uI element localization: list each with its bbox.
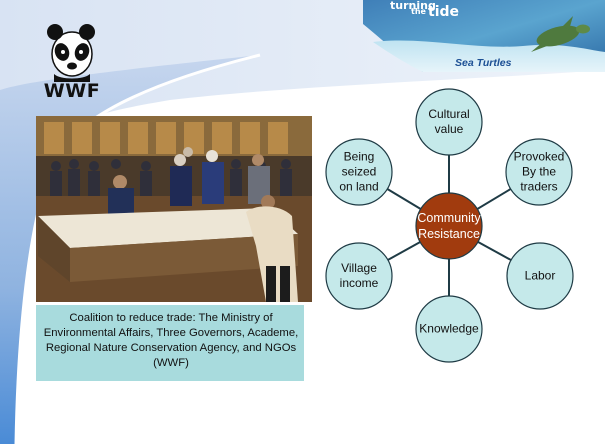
node-village-income: [325, 242, 393, 310]
node-cultural-value: [415, 88, 483, 156]
logo-text: WWF: [43, 80, 101, 102]
wwf-logo: WWF: [40, 18, 104, 104]
node-being-seized-on-land: [325, 138, 393, 206]
node-label-labor: Labor: [524, 268, 556, 283]
node-labor: [506, 242, 574, 310]
node-provoked-by-traders: [505, 138, 573, 206]
banner-word-turning: turning: [390, 0, 436, 12]
signing-photo: [36, 116, 312, 302]
banner-word-tide: tide: [428, 4, 460, 20]
photo-caption: Coalition to reduce trade: The Ministry …: [43, 312, 299, 369]
node-community-resistance: [415, 192, 483, 260]
banner-subtitle: Sea Turtles: [455, 57, 512, 69]
node-label-knowledge: Knowledge: [419, 321, 479, 336]
banner-word-the: the: [411, 7, 426, 16]
node-knowledge: [415, 295, 483, 363]
banner: [363, 0, 605, 72]
caption-box: [36, 305, 304, 381]
sea-turtle-icon: [531, 16, 590, 52]
panda-icon: [47, 24, 95, 82]
